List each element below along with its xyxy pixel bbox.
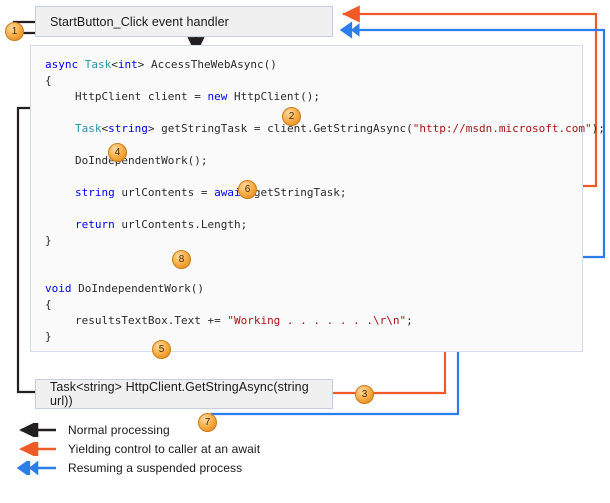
- code-token: void: [45, 282, 72, 295]
- code-token: DoIndependentWork(): [71, 282, 204, 295]
- code-token: );: [591, 122, 605, 135]
- event-handler-label: StartButton_Click event handler: [50, 14, 229, 29]
- code-token: {: [45, 298, 52, 311]
- step-badge-2: 2: [282, 107, 301, 126]
- code-line: {: [45, 74, 52, 87]
- step-badge-3: 3: [355, 385, 374, 404]
- code-token: Task: [84, 58, 112, 71]
- legend-row-resume: Resuming a suspended process: [8, 458, 338, 477]
- code-line: {: [45, 298, 52, 311]
- code-token: async: [45, 58, 85, 71]
- step-badge-8: 8: [172, 250, 191, 269]
- code-token: HttpClient();: [227, 90, 321, 103]
- step-badge-4: 4: [108, 143, 127, 162]
- code-token: {: [45, 74, 52, 87]
- code-line: }: [45, 330, 52, 343]
- getstringasync-box[interactable]: Task<string> HttpClient.GetStringAsync(s…: [35, 379, 333, 409]
- code-line: DoIndependentWork();: [75, 154, 207, 167]
- code-token: getStringTask;: [247, 186, 347, 199]
- event-handler-box[interactable]: StartButton_Click event handler: [35, 6, 333, 37]
- legend-label: Yielding control to caller at an await: [68, 441, 261, 456]
- code-line: }: [45, 234, 52, 247]
- code-token: int: [117, 58, 138, 71]
- code-line: string urlContents = await getStringTask…: [75, 186, 347, 199]
- code-token: "Working . . . . . . .\r\n": [227, 314, 407, 327]
- code-token: <: [111, 58, 118, 71]
- code-token: }: [45, 234, 52, 247]
- legend-row-yield: Yielding control to caller at an await: [8, 439, 338, 458]
- code-token: urlContents.Length;: [114, 218, 248, 231]
- code-token: }: [45, 330, 52, 343]
- code-token: string: [108, 122, 148, 135]
- step-badge-7: 7: [198, 413, 217, 432]
- code-token: urlContents =: [114, 186, 215, 199]
- legend-arrow-resume-icon: [8, 458, 60, 477]
- code-line: void DoIndependentWork(): [45, 282, 204, 295]
- legend-arrow-yield-icon: [8, 439, 60, 458]
- legend-label: Resuming a suspended process: [68, 460, 243, 475]
- code-line: return urlContents.Length;: [75, 218, 247, 231]
- code-token: return: [75, 218, 115, 231]
- code-line: Task<string> getStringTask = client.GetS…: [75, 122, 605, 135]
- code-token: ;: [406, 314, 413, 327]
- code-line: HttpClient client = new HttpClient();: [75, 90, 320, 103]
- code-token: <: [101, 122, 109, 135]
- code-token: new: [207, 90, 228, 103]
- code-token: DoIndependentWork();: [75, 154, 208, 167]
- code-token: Task: [75, 122, 102, 135]
- getstringasync-label: Task<string> HttpClient.GetStringAsync(s…: [50, 380, 309, 408]
- code-token: HttpClient client =: [75, 90, 208, 103]
- legend-row-normal: Normal processing: [8, 420, 338, 439]
- code-token: resultsTextBox.Text +=: [75, 314, 228, 327]
- step-badge-6: 6: [238, 180, 257, 199]
- code-token: string: [75, 186, 115, 199]
- code-token: > getStringTask = client.GetStringAsync(: [147, 122, 413, 135]
- step-badge-5: 5: [152, 340, 171, 359]
- step-badge-1: 1: [5, 22, 24, 41]
- code-token: "http://msdn.microsoft.com": [412, 122, 592, 135]
- legend-label: Normal processing: [68, 422, 170, 437]
- code-token: > AccessTheWebAsync(): [137, 58, 277, 71]
- code-panel: async Task<int> AccessTheWebAsync(){Http…: [30, 45, 605, 352]
- code-line: async Task<int> AccessTheWebAsync(): [45, 58, 277, 71]
- code-line: resultsTextBox.Text += "Working . . . . …: [75, 314, 413, 327]
- legend-arrow-normal-icon: [8, 420, 60, 439]
